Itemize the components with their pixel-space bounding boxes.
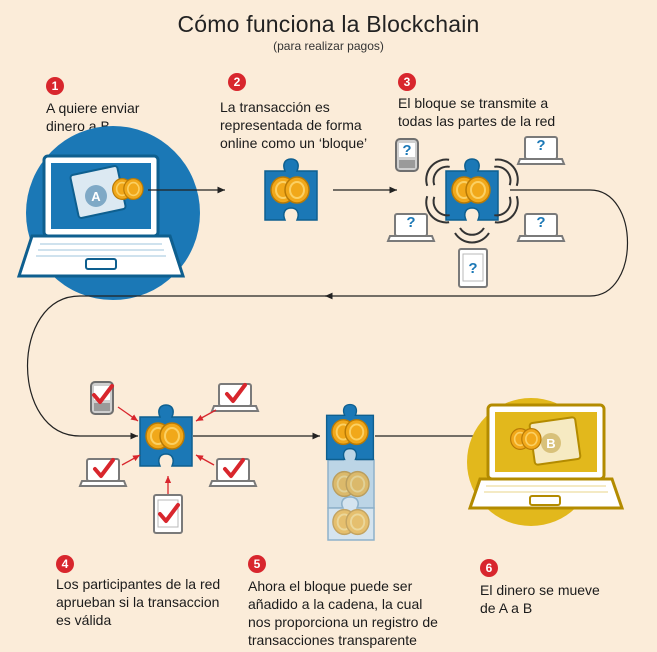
question-icon: ? [536,137,545,154]
step-1-badge: 1 [46,77,64,95]
approval-arrow [121,454,141,466]
question-icon: ? [468,260,477,277]
question-icon: ? [406,214,415,231]
receiver-coins-icon [509,427,542,451]
question-icon: ? [536,214,545,231]
step-2-text: La transacción es representada de forma … [220,99,368,151]
approval-coins-icon [145,422,185,450]
receiver-wallet-label: B [546,436,555,451]
approval-arrow [195,454,215,466]
step-3-badge: 3 [398,73,416,91]
step-2-badge: 2 [228,73,246,91]
step-5-badge: 5 [248,555,266,573]
step-3-text: El bloque se transmite a todas las parte… [398,95,556,129]
step-6-text: El dinero se mueve de A a B [480,582,600,616]
step-1-text: A quiere enviar dinero a B [46,100,140,134]
sender-coins-icon [111,177,144,201]
sender-wallet-label: A [91,189,101,204]
step-5-text: Ahora el bloque puede ser añadido a la c… [248,578,438,648]
question-icon: ? [402,142,411,159]
receiver-wallet-icon [528,416,582,466]
flow-connector [27,295,330,440]
broadcast-coins-icon [451,176,491,204]
approval-arrow [195,409,217,422]
approval-arrow [117,406,139,422]
page-subtitle: (para realizar pagos) [273,39,384,53]
step-6-badge: 6 [480,559,498,577]
step-4-text: Los participantes de la red aprueban si … [56,576,221,628]
step-4-badge: 4 [56,555,74,573]
block-coins-icon [270,176,310,204]
flow-connector [325,189,628,300]
blockchain-chain-icon [325,403,375,541]
signal-waves-icon [454,227,490,244]
sender-wallet-icon [69,165,127,219]
page-title: Cómo funciona la Blockchain [177,11,480,37]
